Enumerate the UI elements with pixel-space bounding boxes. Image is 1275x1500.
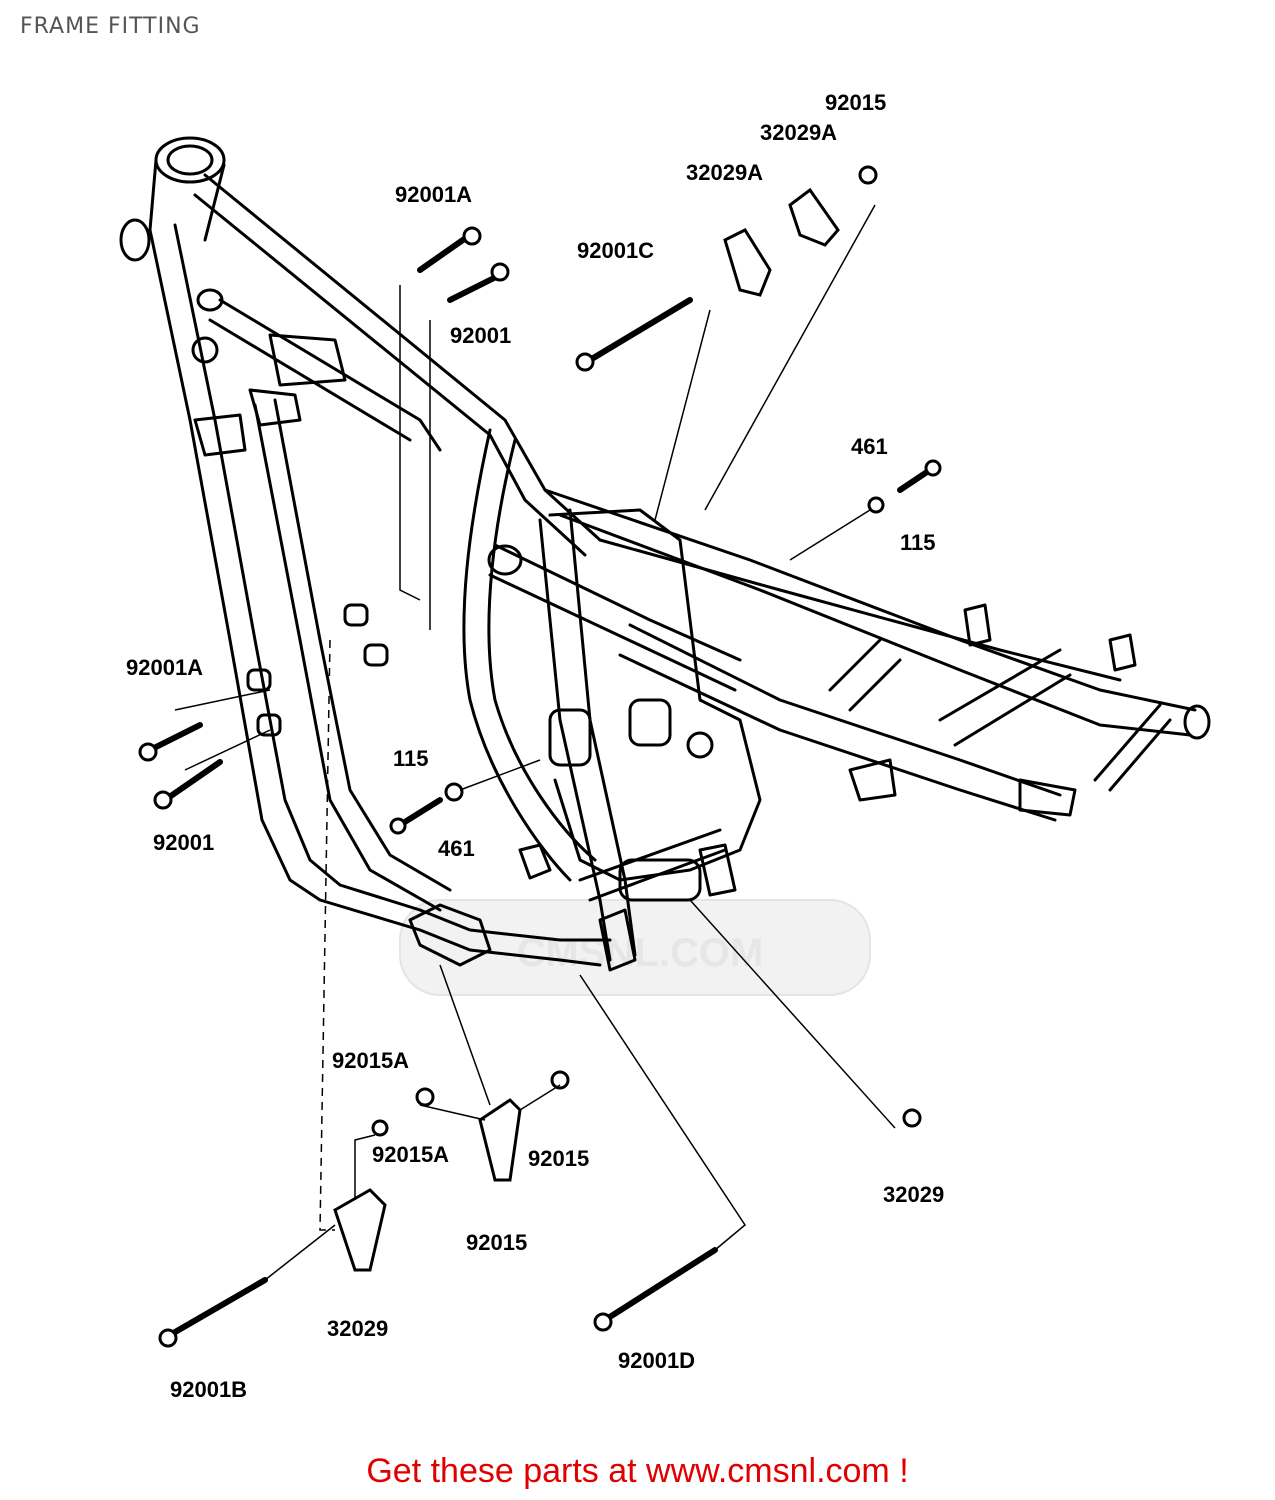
leader-lines	[174, 204, 896, 1281]
part-labels: 92015 32029A 32029A 92001A 92001C 92001 …	[126, 90, 944, 1402]
part-label: 32029A	[760, 120, 837, 145]
footer-banner: Get these parts at www.cmsnl.com !	[0, 1452, 1275, 1491]
cmsnl-link[interactable]: Get these parts at www.cmsnl.com !	[366, 1452, 909, 1490]
part-label: 461	[851, 434, 888, 459]
watermark-text: CMSNL.COM	[517, 931, 764, 975]
part-label: 92015A	[332, 1048, 409, 1073]
part-label: 92015	[528, 1146, 589, 1171]
part-label: 92001	[153, 830, 214, 855]
part-label: 92001B	[170, 1377, 247, 1402]
part-label: 92015	[825, 90, 886, 115]
hardware-parts	[138, 165, 942, 1348]
part-label: 32029	[327, 1316, 388, 1341]
part-label: 115	[393, 746, 429, 771]
part-label: 92015	[466, 1230, 527, 1255]
part-label: 92001A	[395, 182, 472, 207]
part-label: 115	[900, 530, 936, 555]
part-label: 92001C	[577, 238, 654, 263]
part-label: 32029	[883, 1182, 944, 1207]
part-label: 92001	[450, 323, 511, 348]
motorcycle-frame	[119, 136, 1211, 972]
part-label: 92001A	[126, 655, 203, 680]
part-label: 92001D	[618, 1348, 695, 1373]
page-title: FRAME FITTING	[20, 14, 201, 39]
part-label: 32029A	[686, 160, 763, 185]
part-label: 92015A	[372, 1142, 449, 1167]
part-label: 461	[438, 836, 475, 861]
